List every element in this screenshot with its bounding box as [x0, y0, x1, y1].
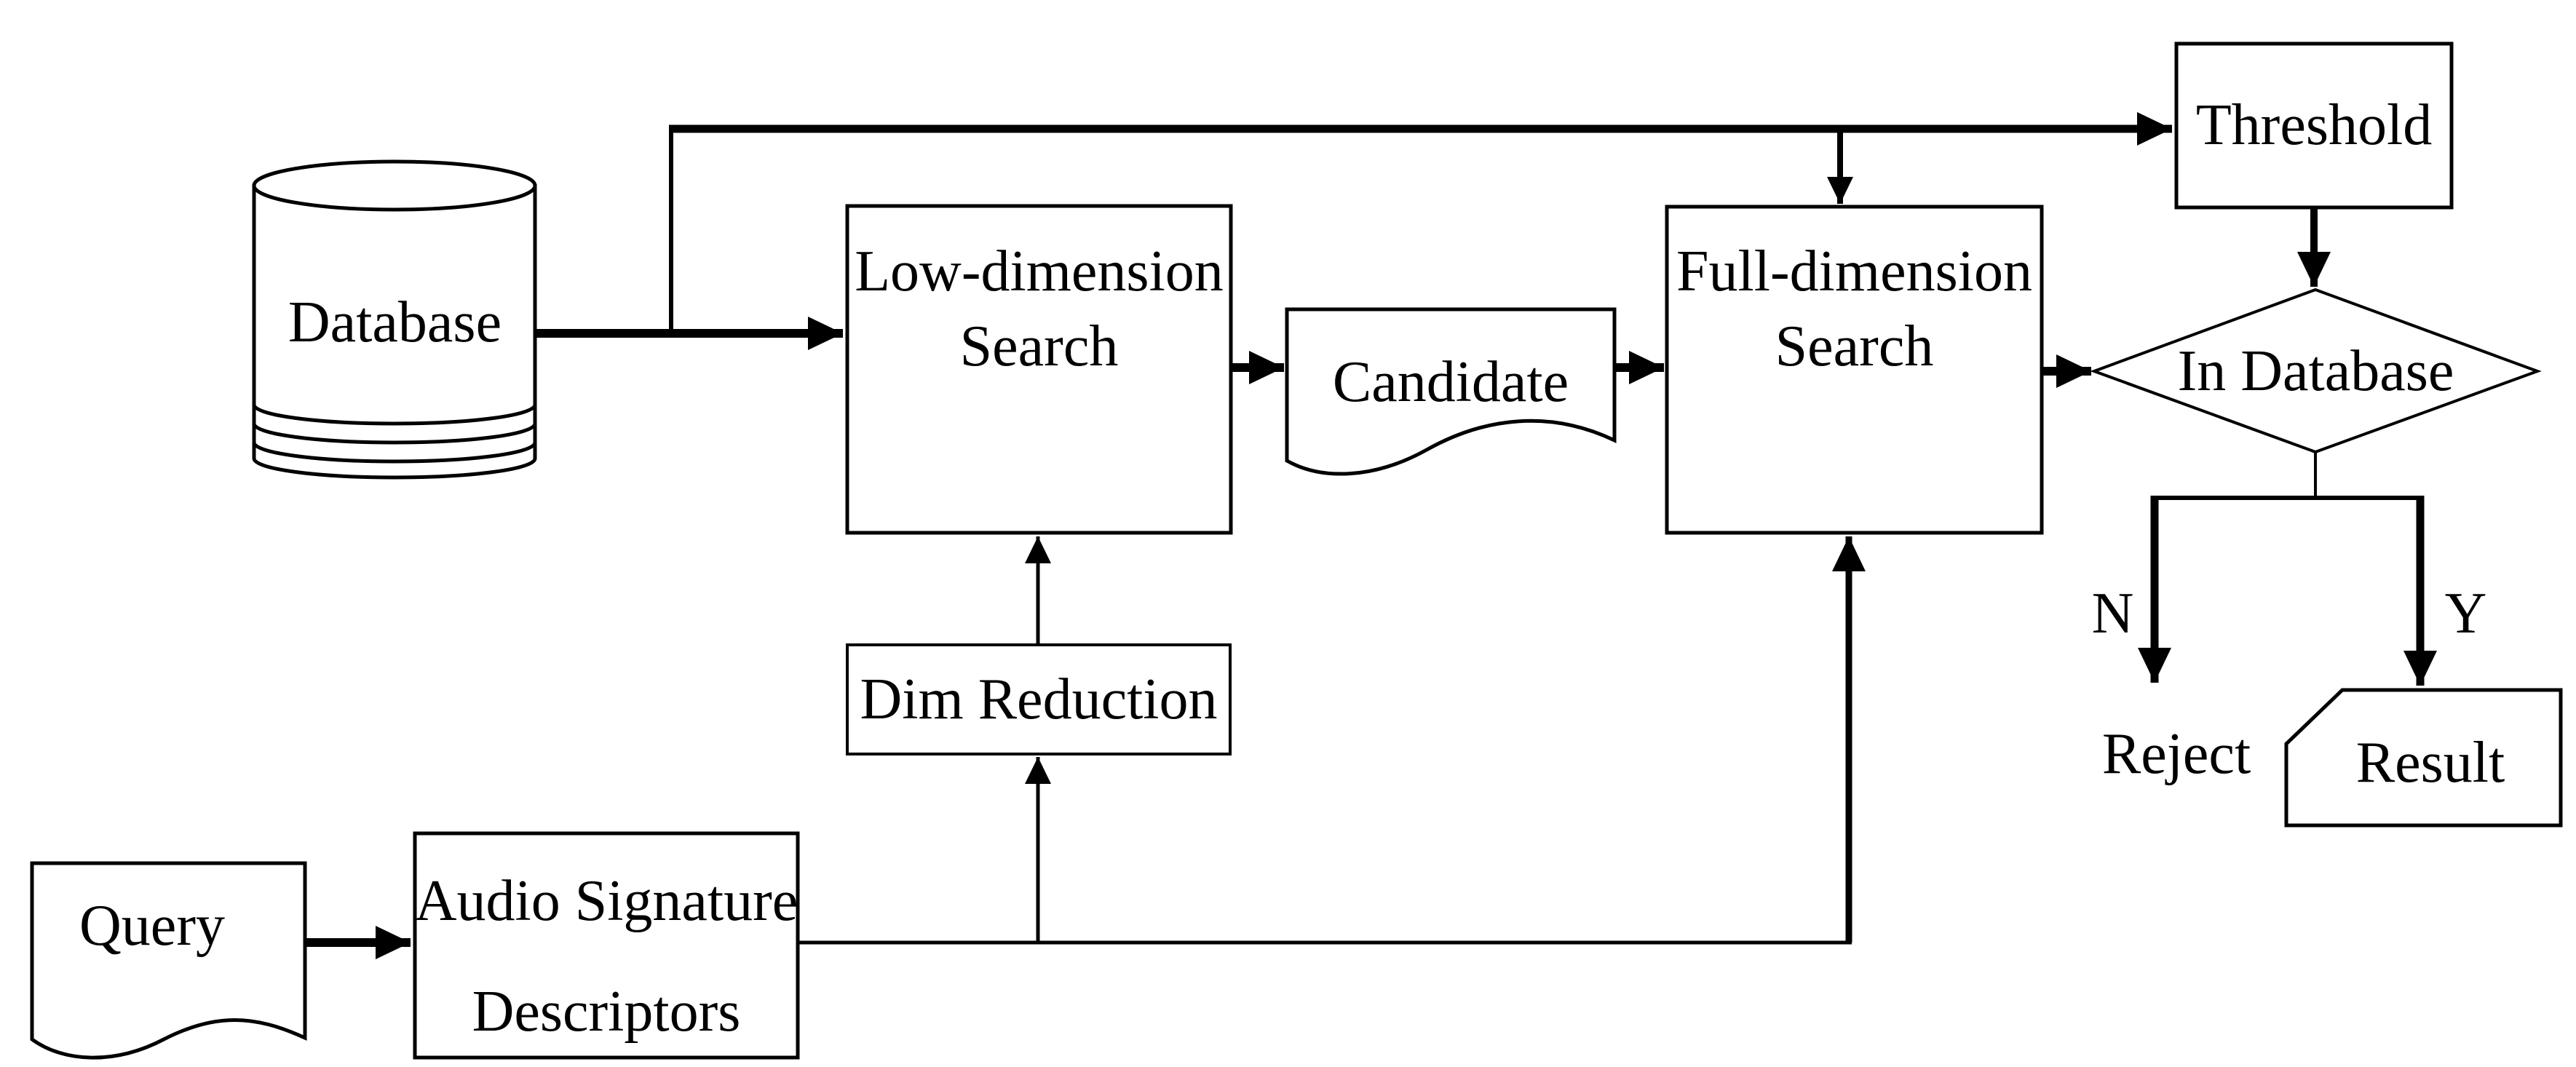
candidate-document — [1285, 307, 1617, 476]
in-database-diamond — [2090, 287, 2542, 454]
full-dimension-search-label: Full-dimension Search — [1667, 234, 2042, 384]
audio-signature-box — [413, 831, 800, 1060]
low-dimension-search-label: Low-dimension Search — [847, 234, 1231, 384]
low-dimension-search-box — [845, 204, 1233, 535]
dim-reduction-label: Dim Reduction — [860, 667, 1218, 731]
low-dimension-search-label-line1: Low-dimension — [855, 239, 1224, 304]
full-dimension-search-box — [1665, 205, 2044, 535]
reject-label: Reject — [2101, 722, 2251, 786]
query-document — [30, 861, 307, 1060]
threshold-label: Threshold — [2195, 93, 2433, 157]
y-edge-label: Y — [2444, 582, 2487, 646]
full-dimension-search-label-line2: Search — [1775, 314, 1934, 378]
threshold-box — [2174, 41, 2454, 210]
database-label: Database — [288, 290, 502, 354]
audio-signature-label-line2: Descriptors — [472, 980, 741, 1044]
in-database-label: In Database — [2177, 339, 2454, 403]
result-card — [2284, 688, 2563, 828]
n-edge-label: N — [2091, 582, 2134, 646]
low-dimension-search-label-line2: Search — [959, 314, 1119, 378]
audio-signature-label-line1: Audio Signature — [414, 869, 798, 933]
dim-reduction-box — [846, 643, 1232, 755]
query-label: Query — [79, 894, 225, 958]
candidate-label: Candidate — [1332, 350, 1569, 414]
database-cylinder — [252, 159, 537, 480]
result-label: Result — [2355, 731, 2505, 795]
full-dimension-search-label-line1: Full-dimension — [1676, 239, 2032, 304]
